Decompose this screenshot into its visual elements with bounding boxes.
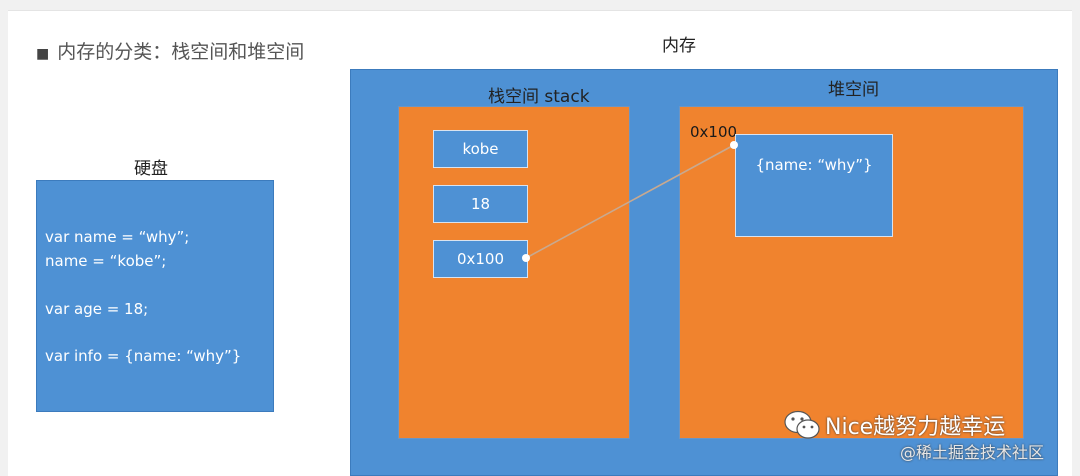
pointer-start-dot — [522, 254, 530, 262]
stack-cell-kobe: kobe — [433, 130, 528, 168]
code-line-3: var age = 18; — [45, 300, 149, 318]
wechat-icon — [784, 410, 820, 439]
watermark-brand: Nice越努力越幸运 — [783, 409, 1005, 441]
heap-box: 0x100 {name: “why”} — [679, 106, 1024, 439]
slide-title: ■ 内存的分类：栈空间和堆空间 — [36, 37, 304, 64]
heap-label: 堆空间 — [828, 80, 879, 100]
pointer-end-dot — [730, 141, 738, 149]
disk-box: var name = “why”; name = “kobe”; var age… — [36, 180, 274, 412]
stack-label: 栈空间 stack — [488, 87, 590, 107]
stack-cell-pointer: 0x100 — [433, 240, 528, 278]
slide-canvas: ■ 内存的分类：栈空间和堆空间 硬盘 var name = “why”; name… — [8, 10, 1072, 476]
code-line-1: var name = “why”; — [45, 228, 190, 246]
disk-label: 硬盘 — [134, 159, 168, 179]
heap-address-label: 0x100 — [690, 123, 738, 141]
code-line-4: var info = {name: “why”} — [45, 347, 242, 365]
stack-cell-age: 18 — [433, 185, 528, 223]
code-line-2: name = “kobe”; — [45, 252, 167, 270]
heap-object-box: {name: “why”} — [735, 134, 893, 237]
stack-box: kobe 18 0x100 — [398, 106, 630, 439]
watermark-line2: @稀土掘金技术社区 — [900, 443, 1045, 462]
bullet-square-icon: ■ — [36, 46, 50, 62]
watermark-line1: Nice越努力越幸运 — [825, 415, 1006, 440]
slide-title-text: 内存的分类：栈空间和堆空间 — [57, 41, 305, 63]
memory-label: 内存 — [662, 36, 696, 56]
